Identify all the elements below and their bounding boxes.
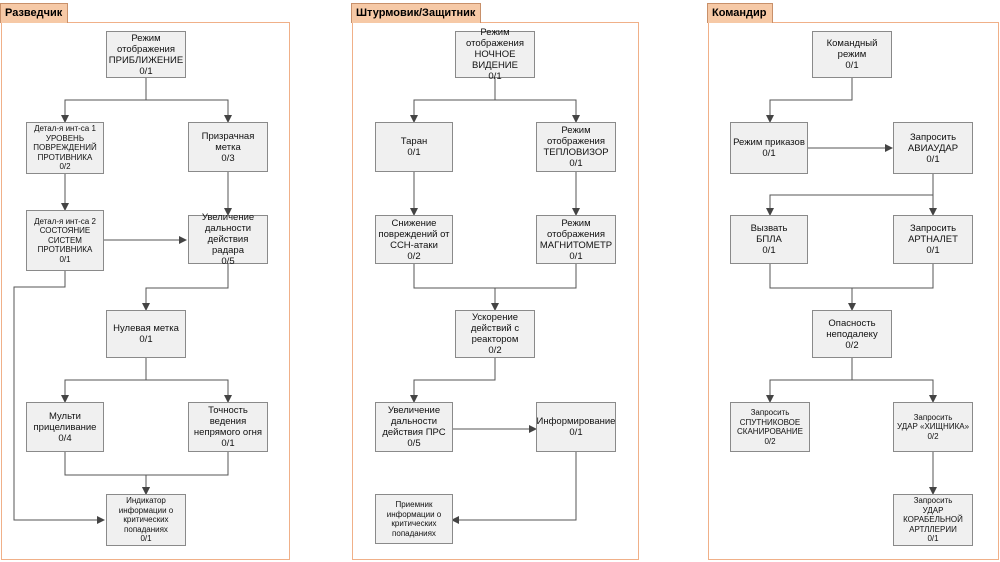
node-interface-detail-1[interactable]: Детал-я инт-са 1 УРОВЕНЬ ПОВРЕЖДЕНИЙ ПРО… (26, 122, 104, 174)
node-label: Таран (400, 136, 428, 147)
node-command-mode[interactable]: Командный режим 0/1 (812, 31, 892, 78)
node-label: Опасность неподалеку (826, 317, 878, 340)
node-label: Запросить АВИАУДАР (907, 131, 959, 154)
node-reactor-speedup[interactable]: Ускорение действий с реактором 0/2 (455, 310, 535, 358)
panel-commander-title: Командир (707, 3, 773, 23)
node-score: 0/1 (139, 65, 153, 77)
node-interface-detail-2[interactable]: Детал-я инт-са 2 СОСТОЯНИЕ СИСТЕМ ПРОТИВ… (26, 210, 104, 271)
node-label: Режим отображения ПРИБЛИЖЕНИЕ (108, 32, 184, 66)
node-call-uav[interactable]: Вызвать БПЛА 0/1 (730, 215, 808, 264)
node-label: Увеличение дальности действия ПРС (382, 405, 446, 438)
node-score: 0/1 (845, 60, 859, 71)
node-prs-range[interactable]: Увеличение дальности действия ПРС 0/5 (375, 402, 453, 452)
node-critical-hit-indicator[interactable]: Индикатор информации о критических попад… (106, 494, 186, 546)
node-score: 0/1 (488, 71, 502, 82)
node-naval-artillery[interactable]: Запросить УДАР КОРАБЕЛЬНОЙ АРТЛЛЕРИИ 0/1 (893, 494, 973, 546)
node-label: Режим отображения МАГНИТОМЕТР (539, 217, 613, 251)
node-score: 0/1 (407, 147, 421, 158)
node-ram[interactable]: Таран 0/1 (375, 122, 453, 172)
node-label: Точность ведения непрямого огня (193, 405, 263, 438)
node-label: Индикатор информации о критических попад… (118, 496, 174, 534)
node-label: Режим приказов (733, 137, 805, 148)
node-label: Мульти прицеливание (33, 410, 97, 433)
node-label: Запросить УДАР КОРАБЕЛЬНОЙ АРТЛЛЕРИИ (903, 496, 963, 534)
node-label: Запросить УДАР «ХИЩНИКА» (896, 412, 970, 432)
node-airstrike[interactable]: Запросить АВИАУДАР 0/1 (893, 122, 973, 174)
node-label: Запросить СПУТНИКОВОЕ СКАНИРОВАНИЕ (737, 408, 803, 436)
panel-assault-title: Штурмовик/Защитник (351, 3, 482, 23)
node-label: Режим отображения ТЕПЛОВИЗОР (543, 125, 609, 158)
node-multi-targeting[interactable]: Мульти прицеливание 0/4 (26, 402, 104, 452)
node-label: Ускорение действий с реактором (470, 312, 520, 345)
node-label: Запросить АРТНАЛЕТ (908, 223, 958, 245)
node-score: 0/2 (59, 162, 71, 172)
node-score: 0/2 (407, 250, 421, 262)
node-score: 0/1 (569, 158, 583, 169)
node-score: 0/2 (845, 339, 859, 351)
node-score: 0/5 (221, 256, 235, 267)
node-score: 0/2 (488, 345, 502, 356)
node-zero-mark[interactable]: Нулевая метка 0/1 (106, 310, 186, 358)
node-label: Командный режим (826, 38, 878, 60)
node-score: 0/1 (139, 334, 153, 345)
node-score: 0/2 (764, 436, 776, 446)
node-thermal-vision[interactable]: Режим отображения ТЕПЛОВИЗОР 0/1 (536, 122, 616, 172)
node-label: Увеличение дальности действия радара (201, 212, 255, 256)
node-label: Снижение повреждений от ССН-атаки (378, 217, 450, 251)
node-score: 0/4 (58, 432, 72, 444)
node-score: 0/1 (221, 438, 235, 449)
node-label: Режим отображения НОЧНОЕ ВИДЕНИЕ (466, 27, 524, 71)
node-label: Информирование (536, 416, 616, 427)
node-label: Детал-я инт-са 1 УРОВЕНЬ ПОВРЕЖДЕНИЙ ПРО… (33, 124, 97, 162)
node-score: 0/1 (762, 148, 776, 159)
node-satellite-scan[interactable]: Запросить СПУТНИКОВОЕ СКАНИРОВАНИЕ 0/2 (730, 402, 810, 452)
node-magnetometer[interactable]: Режим отображения МАГНИТОМЕТР 0/1 (536, 215, 616, 264)
node-score: 0/1 (926, 153, 940, 165)
node-score: 0/1 (569, 427, 583, 438)
node-label: Нулевая метка (113, 323, 179, 334)
node-label: Призрачная метка (201, 130, 255, 153)
node-radar-range[interactable]: Увеличение дальности действия радара 0/5 (188, 212, 268, 267)
node-informing[interactable]: Информирование 0/1 (536, 402, 616, 452)
node-artillery-raid[interactable]: Запросить АРТНАЛЕТ 0/1 (893, 215, 973, 264)
node-score: 0/1 (140, 534, 152, 544)
node-danger-nearby[interactable]: Опасность неподалеку 0/2 (812, 310, 892, 358)
node-ghost-mark[interactable]: Призрачная метка 0/3 (188, 122, 268, 172)
node-score: 0/1 (569, 250, 583, 262)
node-damage-reduction[interactable]: Снижение повреждений от ССН-атаки 0/2 (375, 215, 453, 264)
node-score: 0/1 (59, 254, 71, 264)
node-critical-hit-receiver[interactable]: Приемник информации о критических попада… (375, 494, 453, 544)
node-orders-mode[interactable]: Режим приказов 0/1 (730, 122, 808, 174)
node-score: 0/1 (927, 534, 939, 544)
panel-commander (708, 22, 999, 560)
node-label: Приемник информации о критических попада… (386, 500, 442, 538)
node-label: Детал-я инт-са 2 СОСТОЯНИЕ СИСТЕМ ПРОТИВ… (34, 216, 96, 255)
panel-scout-title: Разведчик (0, 3, 69, 23)
node-approach-mode[interactable]: Режим отображения ПРИБЛИЖЕНИЕ 0/1 (106, 31, 186, 78)
node-label: Вызвать БПЛА (750, 223, 788, 245)
node-score: 0/5 (407, 438, 421, 449)
node-score: 0/2 (927, 431, 939, 441)
node-indirect-fire[interactable]: Точность ведения непрямого огня 0/1 (188, 402, 268, 452)
node-predator-strike[interactable]: Запросить УДАР «ХИЩНИКА» 0/2 (893, 402, 973, 452)
node-score: 0/1 (762, 245, 776, 256)
node-score: 0/3 (221, 152, 235, 164)
node-score: 0/1 (926, 245, 940, 256)
node-night-vision[interactable]: Режим отображения НОЧНОЕ ВИДЕНИЕ 0/1 (455, 27, 535, 82)
